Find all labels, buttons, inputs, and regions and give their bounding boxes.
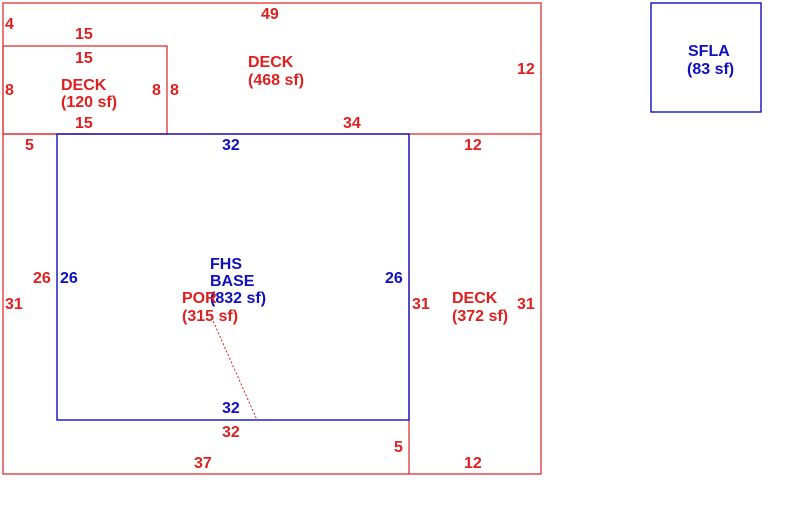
dim-base-right: 26: [385, 270, 403, 287]
dim-right-deck-bottom: 12: [464, 455, 482, 472]
dim-small-deck-bottom: 15: [75, 115, 93, 132]
sfla-name: SFLA: [688, 43, 730, 60]
dim-right-deck-right: 31: [517, 296, 535, 313]
sfla-area: (83 sf): [687, 61, 734, 78]
dim-base-top: 32: [222, 137, 240, 154]
dim-base-left-outer: 26: [33, 270, 51, 287]
base-area: (832 sf): [210, 290, 266, 307]
porch-area: (315 sf): [182, 308, 238, 325]
dim-small-deck-top-inner: 15: [75, 50, 93, 67]
dim-porch-bottom: 32: [222, 424, 240, 441]
dim-right-deck-top: 12: [464, 137, 482, 154]
dim-base-left-inner: 26: [60, 270, 78, 287]
porch-leader-line: [209, 313, 258, 421]
dim-small-deck-right-inner: 8: [152, 82, 161, 99]
dim-base-bottom-inner: 32: [222, 400, 240, 417]
dim-bottom-right-height: 5: [394, 439, 403, 456]
dim-left-height: 31: [5, 296, 23, 313]
dim-top-width: 49: [261, 6, 279, 23]
dim-left-gap: 5: [25, 137, 34, 154]
deck-right-name: DECK: [452, 290, 498, 307]
base-name-line1: FHS: [210, 256, 242, 273]
deck-small-name: DECK: [61, 77, 107, 94]
dim-top-deck-right-height: 12: [517, 61, 535, 78]
deck-top-name: DECK: [248, 54, 294, 71]
dim-top-deck-bottom: 34: [343, 115, 361, 132]
porch-name: POR: [182, 290, 217, 307]
dim-small-deck-left: 8: [5, 82, 14, 99]
deck-top-area: (468 sf): [248, 72, 304, 89]
dim-small-deck-right-outer: 8: [170, 82, 179, 99]
sfla-outline: [650, 2, 762, 113]
outer-deck-outline: [2, 2, 542, 475]
dim-top-left-height: 4: [5, 16, 14, 33]
dim-bottom-width: 37: [194, 455, 212, 472]
deck-right-area: (372 sf): [452, 308, 508, 325]
base-outline: [56, 133, 410, 421]
dim-small-deck-top-outer: 15: [75, 26, 93, 43]
base-name-line2: BASE: [210, 273, 255, 290]
deck-small-area: (120 sf): [61, 94, 117, 111]
dim-right-deck-left: 31: [412, 296, 430, 313]
